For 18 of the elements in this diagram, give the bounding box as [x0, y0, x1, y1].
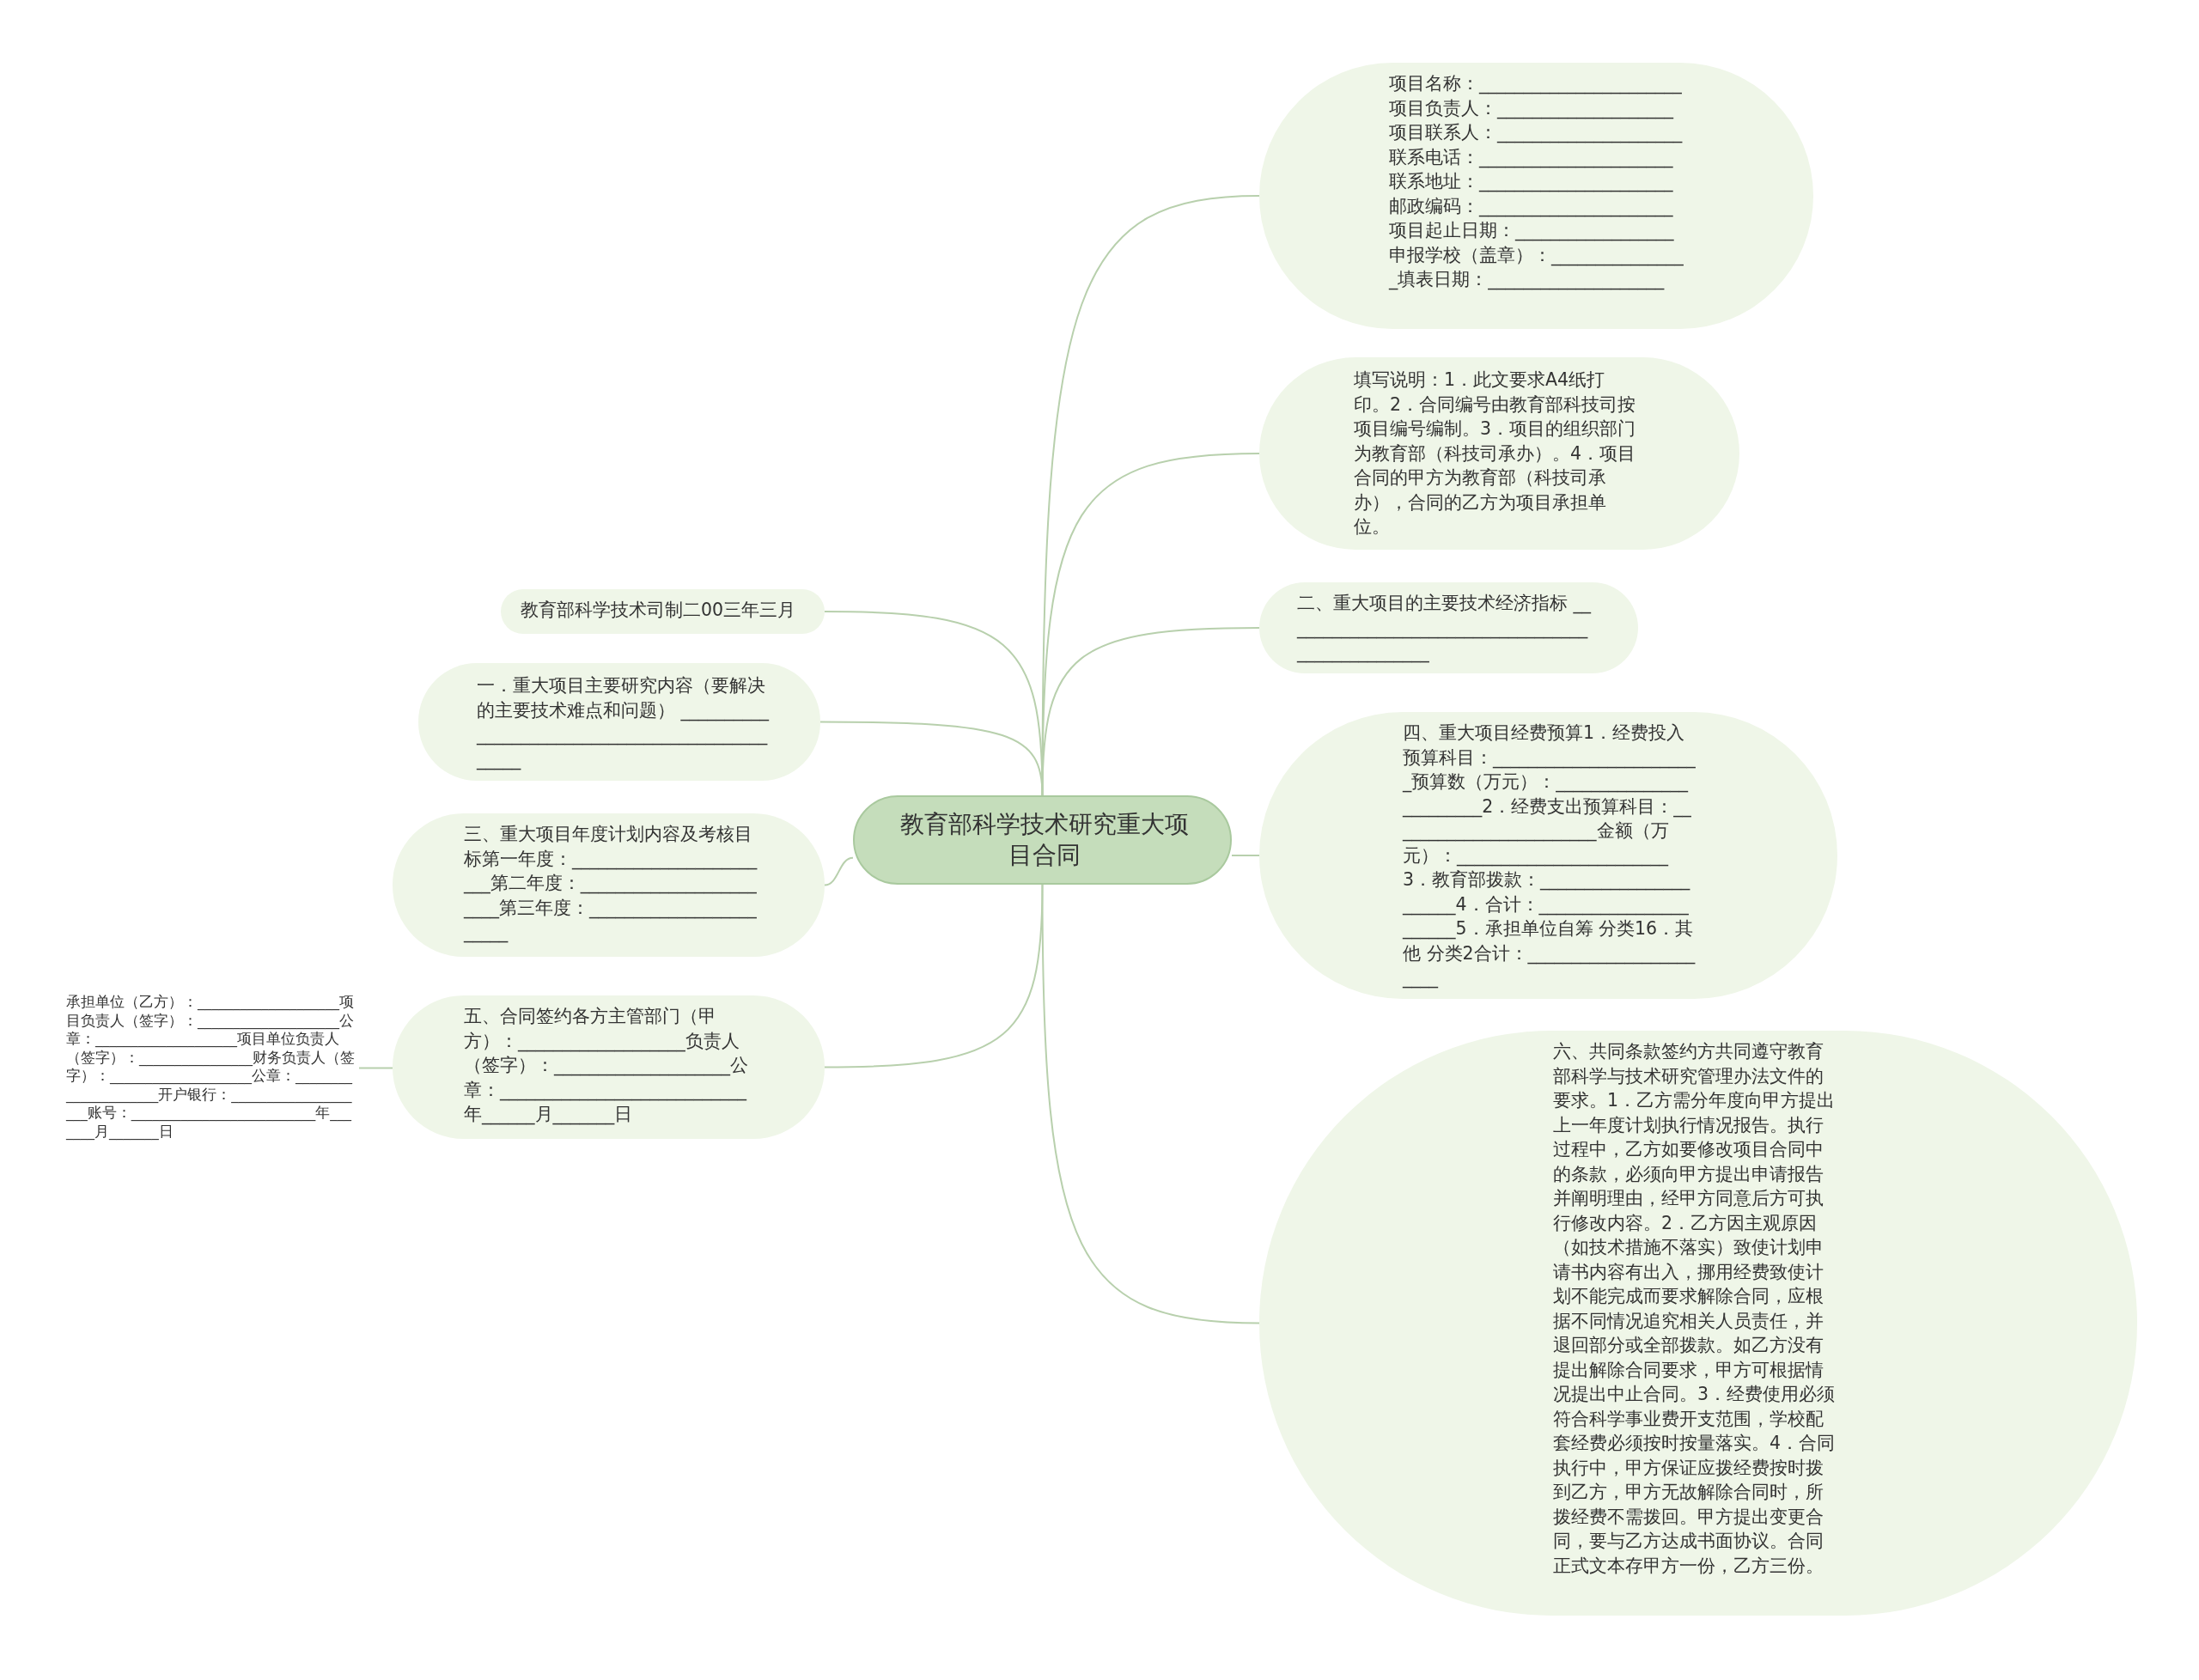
- topic-text: 承担单位（乙方）：____________________项目负责人（签字）：____________________公章：____________________项目单位负责人（签字）：________________财务负责人（签字）：____________________公章：_____________________开户银行：____________________账号：__________________________年_______月_______日: [66, 993, 356, 1141]
- connector-line: [1231, 855, 1260, 856]
- topic-text: 填写说明：1．此文要求A4纸打印。2．合同编号由教育部科技司按项目编号编制。3．项目的组织部门为教育部（科技司承办）。4．项目合同的甲方为教育部（科技司承办），合同的乙方为项目承担单位。: [1354, 368, 1637, 539]
- topic-text: 四、重大项目经费预算1．经费投入预算科目：________________________预算数（万元）：________________________2．经费支出预算科目：________________________金额（万元）：________________________3．教育部拨款：_______________________4．合计：_______________________5．承担单位自筹 分类16．其他 分类2合计：_______________________: [1403, 721, 1696, 990]
- connector-line: [819, 721, 1044, 796]
- topic-text: 教育部科学技术司制二00三年三月: [521, 599, 797, 622]
- connector-line: [358, 1067, 393, 1069]
- connector-line: [1041, 884, 1260, 1324]
- topic-text: 三、重大项目年度计划内容及考核目标第一年度：________________________第二年度：________________________第三年度：________________________: [464, 823, 758, 945]
- topic-text: 五、合同签约各方主管部门（甲方）：___________________负责人（签字）：____________________公章：____________________________年______月_______日: [464, 1005, 749, 1127]
- topic-title: 教育部科学技术研究重大项目合同: [898, 809, 1190, 871]
- topic-text: 一．重大项目主要研究内容（要解决的主要技术难点和问题） ________________________________________________: [477, 674, 771, 771]
- topic-text: 二、重大项目的主要技术经济指标 __________________________________________________: [1297, 592, 1593, 665]
- connector-line: [824, 884, 1044, 1068]
- topic-bubble: [501, 589, 825, 634]
- connector-line: [824, 856, 854, 886]
- topic-text: 六、共同条款签约方共同遵守教育部科学与技术研究管理办法文件的要求。1．乙方需分年度向甲方提出上一年度计划执行情况报告。执行过程中，乙方如要修改项目合同中的条款，必须向甲方提出申请报告并阐明理由，经甲方同意后方可执行修改内容。2．乙方因主观原因（如技术措施不落实）致使计划申请书内容有出入，挪用经费致使计划不能完成而要求解除合同，应根据不同情况追究相关人员责任，并退回部分或全部拨款。如乙方没有提出解除合同要求，甲方可根据情况提出中止合同。3．经费使用必须符合科学事业费开支范围，学校配套经费必须按时按量落实。4．合同执行中，甲方保证应拨经费按时拨到乙方，甲方无故解除合同时，所拨经费不需拨回。甲方提出变更合同，要与乙方达成书面协议。合同正式文本存甲方一份，乙方三份。: [1553, 1040, 1837, 1578]
- topic-text: 项目名称：_______________________项目负责人：____________________项目联系人：_____________________联系电话：______________________联系地址：______________________邮政编码：______________________项目起止日期：__________________申报学校（盖章）：________________填表日期：____________________: [1389, 72, 1684, 292]
